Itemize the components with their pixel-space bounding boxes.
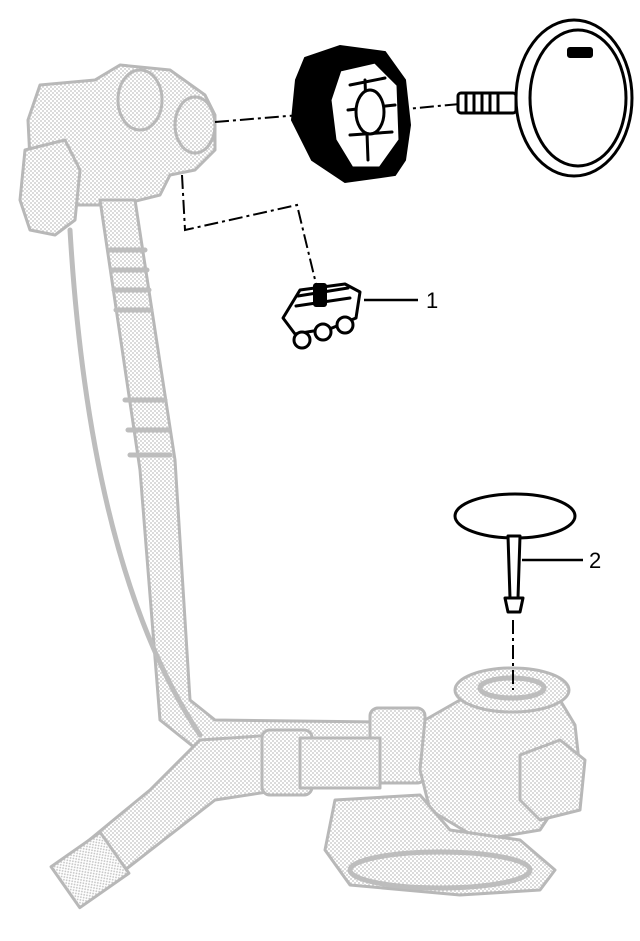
ghost-tee-body [298, 736, 382, 790]
clip-peg-right [335, 315, 355, 335]
callout-2-number: 2 [589, 548, 601, 573]
overflow-rosette [290, 44, 412, 184]
axis-line-valve-to-part-1 [181, 174, 319, 293]
ghost-valve-cap [116, 68, 164, 132]
overflow-knob [456, 18, 634, 178]
callout-2: 2 [522, 548, 601, 573]
clip-peg-left [292, 330, 312, 350]
clip-peg-mid [313, 322, 333, 342]
ghost-valve-port [173, 95, 217, 155]
rosette-hub [354, 88, 386, 136]
ghost-trap-ring [347, 849, 533, 891]
part-2-drain-plug [453, 492, 577, 614]
ghost-tube-ribs [107, 247, 173, 458]
ghost-trap-base [323, 793, 557, 897]
knob-brand-mark [567, 47, 593, 58]
knob-shaft-splines [464, 91, 500, 115]
ghost-bowden-cable [67, 227, 203, 738]
callout-1-number: 1 [426, 288, 438, 313]
knob-plate-face [528, 28, 628, 168]
ghost-overflow-tube [98, 198, 382, 754]
plug-stem [506, 534, 522, 600]
clip-slider [313, 283, 327, 307]
ghost-waste-nut [518, 738, 587, 822]
ghost-valve-elbow [18, 138, 82, 237]
callout-1: 1 [364, 288, 438, 313]
plug-stem-lower [503, 596, 525, 614]
assembly-lines [181, 103, 514, 690]
ghost-assembly [18, 63, 587, 910]
axis-line-knob-to-rosette [214, 114, 301, 123]
ghost-drain-end [49, 830, 131, 910]
plug-cap [453, 492, 577, 540]
part-1-connector-clip [281, 282, 362, 350]
